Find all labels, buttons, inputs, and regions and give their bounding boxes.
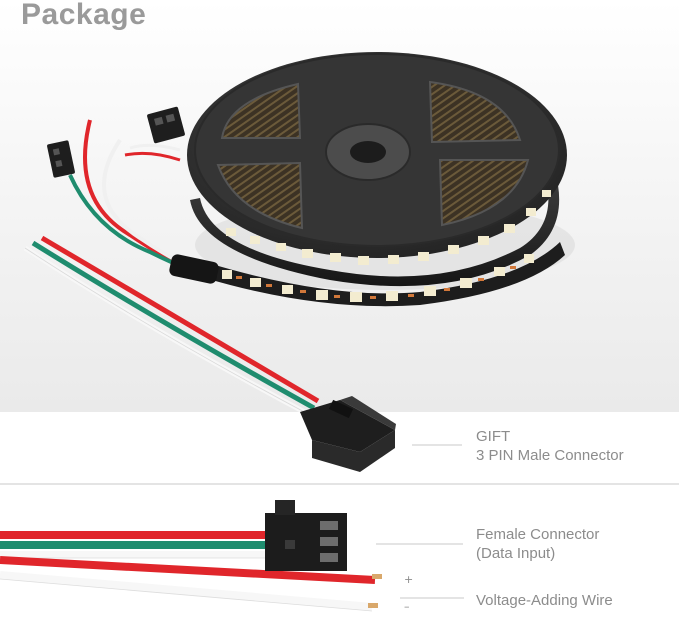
female-connector bbox=[265, 500, 347, 571]
gift-item-label: 3 PIN Male Connector bbox=[476, 447, 624, 464]
female-connector-note: (Data Input) bbox=[476, 545, 556, 562]
minus-sign: – bbox=[404, 600, 410, 613]
resistors-front bbox=[236, 266, 516, 299]
voltage-wire-label: Voltage-Adding Wire bbox=[476, 592, 613, 609]
reel-window-bottom-right bbox=[438, 159, 530, 227]
wire-tip-plus bbox=[372, 574, 382, 579]
wire-white-top bbox=[102, 138, 189, 268]
jst-connector-left bbox=[47, 140, 75, 178]
led-strip-coil bbox=[190, 185, 560, 287]
male-connector-gift bbox=[300, 396, 396, 472]
wire-green-long bbox=[31, 240, 316, 411]
wire-red-long bbox=[40, 235, 320, 404]
page-title: Package bbox=[21, 0, 147, 31]
wire-red-bottom bbox=[0, 531, 275, 539]
wire-white-power-bottom bbox=[0, 571, 373, 611]
wire-green-bottom bbox=[0, 541, 275, 549]
plus-sign: + bbox=[404, 573, 414, 586]
reel-window-top-left bbox=[220, 82, 302, 139]
wire-white-power bbox=[129, 143, 181, 152]
wire-white-bottom bbox=[0, 551, 275, 558]
led-strip-front bbox=[205, 242, 565, 307]
reel-window-top-right bbox=[428, 80, 522, 144]
gift-label: GIFT bbox=[476, 428, 511, 445]
led-chips bbox=[226, 190, 551, 265]
reel-hub-inner bbox=[350, 141, 386, 163]
led-chips-front bbox=[222, 254, 534, 302]
wire-red-power-bottom bbox=[0, 556, 376, 584]
wire-red-power bbox=[124, 151, 181, 162]
heat-shrink-joint bbox=[169, 254, 219, 284]
reel-window-bottom-left bbox=[216, 161, 304, 230]
wire-tip-minus bbox=[368, 603, 378, 608]
female-connector-label: Female Connector bbox=[476, 526, 600, 543]
jst-connector-top bbox=[147, 106, 185, 144]
wire-white-long-edge bbox=[24, 247, 311, 416]
